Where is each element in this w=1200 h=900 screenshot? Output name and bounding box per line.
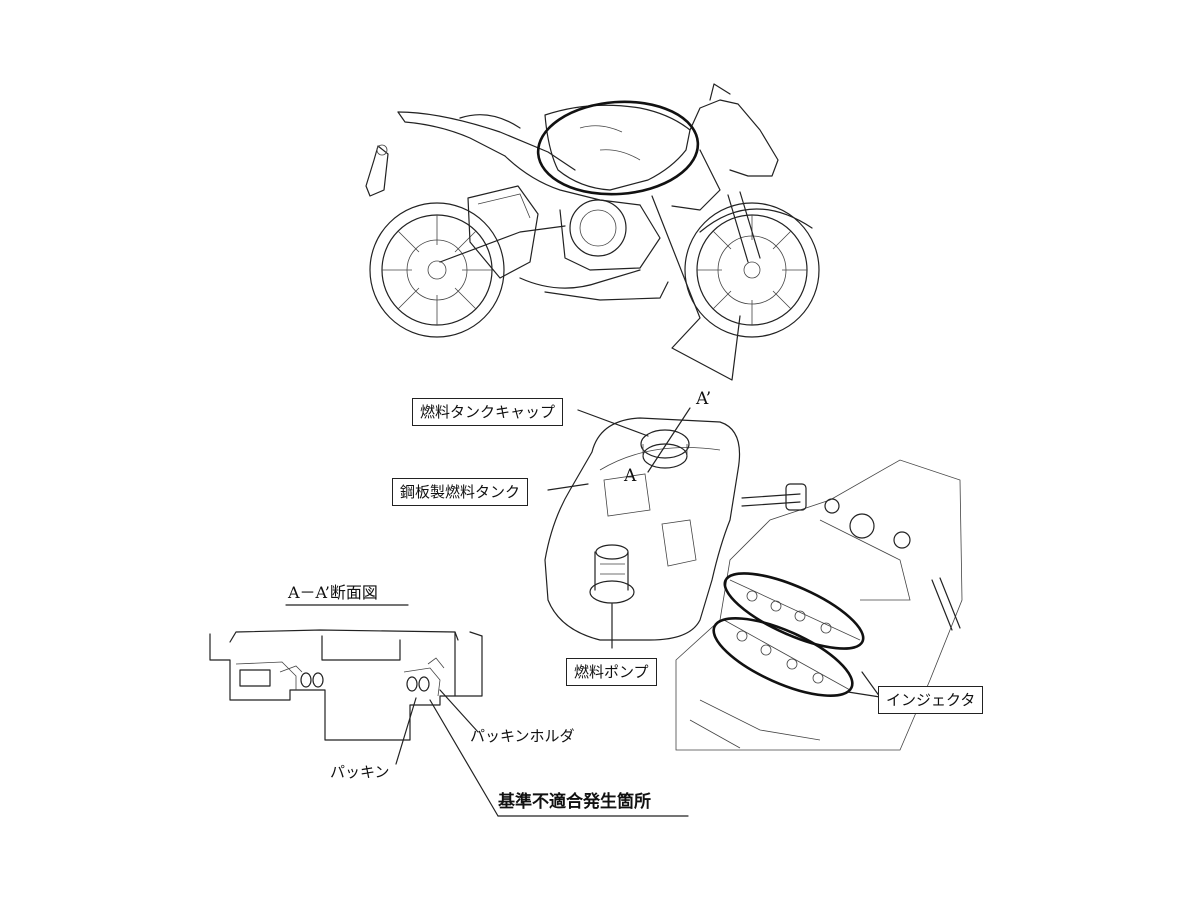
fuel-pump-label: 燃料ポンプ bbox=[566, 658, 657, 686]
injector-label: インジェクタ bbox=[878, 686, 984, 714]
defect-location-label: 基準不適合発生箇所 bbox=[498, 792, 651, 812]
fuel-tank-cap-label: 燃料タンクキャップ bbox=[412, 398, 564, 426]
packing-label: パッキン bbox=[330, 763, 390, 781]
section-mark-a-prime: A’ bbox=[696, 389, 712, 409]
fuel-tank-illustration bbox=[544, 407, 741, 641]
motorcycle-illustration bbox=[365, 83, 820, 338]
steel-fuel-tank-label: 鋼板製燃料タンク bbox=[392, 478, 529, 506]
packing-holder-label: パッキンホルダ bbox=[470, 727, 575, 745]
tank-leader-arrow bbox=[651, 195, 741, 381]
section-view bbox=[209, 604, 483, 741]
section-mark-a: A bbox=[624, 466, 637, 486]
injector-illustration bbox=[675, 459, 963, 751]
section-title: A－A’断面図 bbox=[288, 583, 378, 602]
